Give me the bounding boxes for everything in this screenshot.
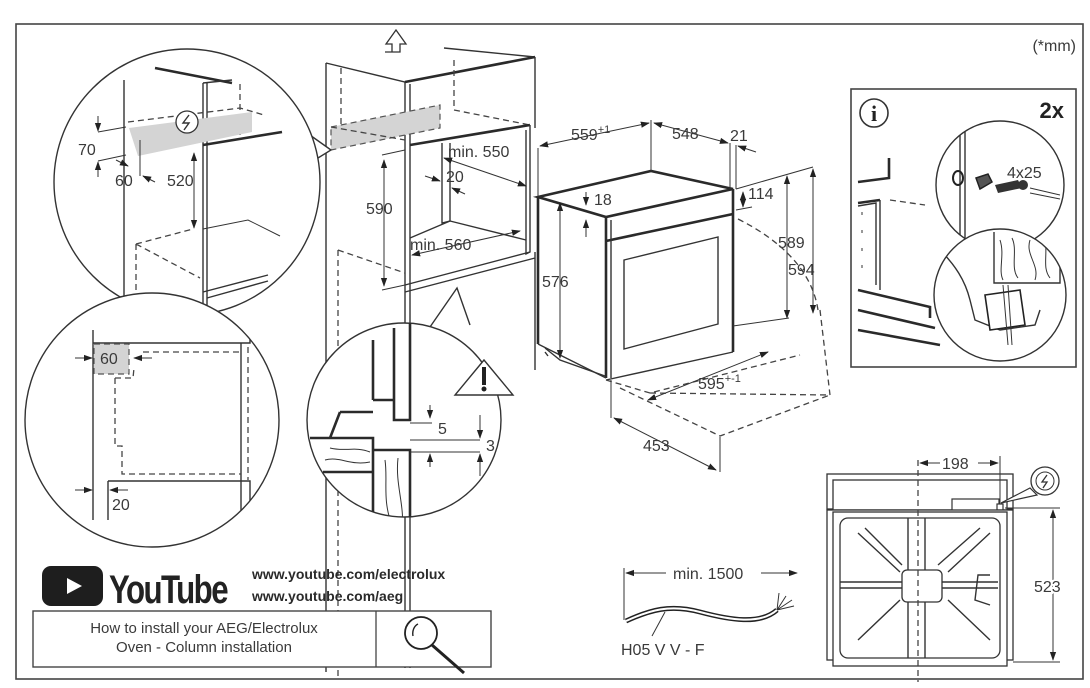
back-height-label: 523: [1034, 579, 1061, 596]
screw-size-label: 4x25: [1007, 165, 1042, 182]
zoom-socket-area: 70 60 520: [53, 48, 333, 316]
up-arrow-icon: [384, 28, 408, 53]
cable-type-label: H05 V V - F: [621, 642, 705, 659]
back-offset-label: 198: [942, 456, 969, 473]
youtube-url-electrolux[interactable]: www.youtube.com/electrolux: [251, 566, 445, 582]
quantity-label: 2x: [1040, 98, 1065, 123]
oven-width-top-label: 559+1: [571, 124, 610, 144]
search-icon[interactable]: [404, 616, 465, 675]
oven-front-label: 21: [730, 128, 748, 145]
youtube-url-aeg[interactable]: www.youtube.com/aeg: [251, 588, 403, 604]
cabinet-gap-label: 20: [446, 169, 464, 186]
svg-text:i: i: [871, 101, 877, 126]
detail-gap-b-label: 3: [486, 438, 495, 455]
screw-fixing-panel: i 2x 4x25: [850, 88, 1077, 368]
oven-panel-label: 114: [748, 186, 774, 203]
youtube-wordmark: YouTube: [109, 568, 228, 612]
cabinet-height-label: 590: [366, 201, 393, 218]
oven-dimensions: 559+1 548 21 114 18 576 589 594 595+-1 4…: [532, 120, 831, 472]
oven-depth-label: 548: [672, 126, 699, 143]
zoom-lower-depth-label: 60: [100, 351, 118, 368]
info-icon: [859, 98, 889, 128]
oven-bottom-depth-label: 453: [643, 438, 670, 455]
oven-back-view: 198 523: [826, 456, 1063, 682]
search-box[interactable]: How to install your AEG/Electrolux Oven …: [32, 610, 492, 675]
youtube-block: YouTube www.youtube.com/electrolux www.y…: [32, 566, 492, 675]
cabinet-column: 590 min. 550 20 min. 560: [325, 28, 536, 680]
cable-spec: min. 1500 H05 V V - F: [621, 566, 798, 659]
zoom-upper-depth-label: 60: [115, 173, 133, 190]
outer-frame: [15, 23, 1084, 680]
zoom-upper-520-label: 520: [167, 173, 194, 190]
oven-width-bottom-label: 595+-1: [698, 373, 741, 393]
youtube-logo[interactable]: YouTube: [42, 566, 230, 612]
search-text-line1: How to install your AEG/Electrolux: [90, 620, 318, 637]
zoom-side-gap: 60 20: [24, 292, 280, 548]
search-text-line2: Oven - Column installation: [116, 639, 292, 656]
cabinet-depth-label: min. 550: [448, 144, 509, 161]
cable-length-label: min. 1500: [673, 566, 743, 583]
zoom-upper-height-label: 70: [78, 142, 96, 159]
oven-top-label: 18: [594, 192, 612, 209]
oven-height-inner-label: 589: [778, 235, 805, 252]
zoom-lower-gap-label: 20: [112, 497, 130, 514]
zoom-bottom-detail: 5 3: [306, 286, 515, 518]
cabinet-width-label: min. 560: [410, 237, 471, 254]
oven-side-height-label: 576: [542, 274, 569, 291]
detail-gap-a-label: 5: [438, 421, 447, 438]
units-note: (*mm): [1032, 38, 1076, 55]
power-icon: [175, 110, 199, 134]
